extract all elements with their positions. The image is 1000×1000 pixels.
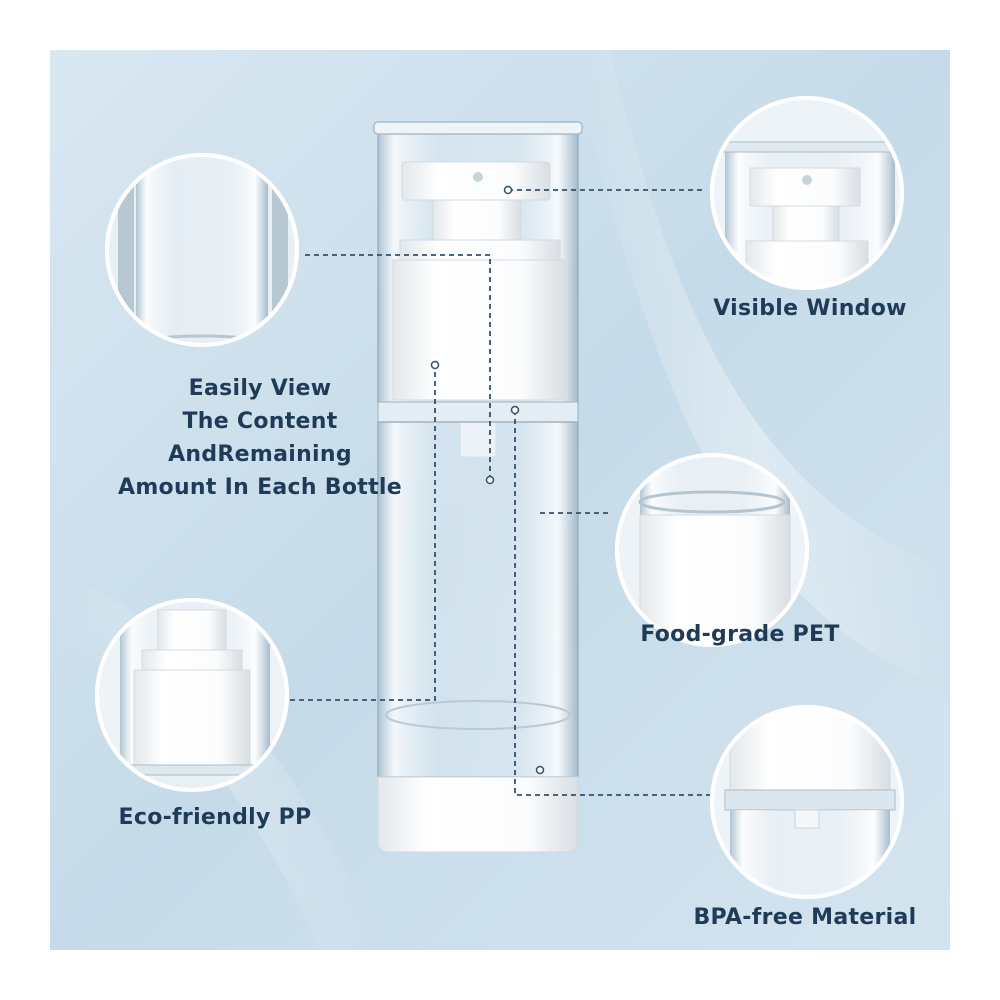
dot-pet bbox=[535, 765, 545, 775]
label-food-grade-pet: Food-grade PET bbox=[640, 622, 840, 647]
bottle-body bbox=[377, 421, 579, 778]
zoom-circle-pet bbox=[615, 453, 809, 647]
airless-bottle bbox=[373, 121, 583, 853]
label-view-line-1: Easily View bbox=[188, 376, 332, 401]
label-easily-view: Easily View The Content AndRemaining Amo… bbox=[80, 372, 440, 504]
label-view-line-2: The Content bbox=[182, 409, 338, 434]
pump-stem bbox=[432, 199, 522, 241]
line-pp bbox=[290, 365, 436, 701]
background-sheen bbox=[570, 50, 950, 690]
bottle-base bbox=[377, 776, 579, 853]
piston-disc bbox=[385, 700, 571, 730]
dot-window bbox=[503, 185, 513, 195]
callout-lines bbox=[290, 189, 710, 796]
dot-pp bbox=[430, 360, 440, 370]
pump-collar bbox=[399, 239, 561, 261]
label-view-line-4: Amount In Each Bottle bbox=[118, 475, 402, 500]
zoom-circle-pp bbox=[95, 598, 289, 792]
label-bpa-free: BPA-free Material bbox=[693, 905, 917, 930]
product-infographic: Easily View The Content AndRemaining Amo… bbox=[50, 50, 950, 950]
label-visible-window: Visible Window bbox=[713, 296, 907, 321]
zoom-circle-window bbox=[710, 96, 904, 290]
line-bpa bbox=[514, 410, 710, 796]
pump-nozzle bbox=[473, 172, 483, 182]
zoom-circle-content bbox=[105, 153, 299, 347]
dot-view bbox=[485, 475, 495, 485]
callout-dots bbox=[430, 185, 545, 775]
dot-bpa bbox=[510, 405, 520, 415]
label-view-line-3: AndRemaining bbox=[168, 442, 352, 467]
cap-rim bbox=[373, 121, 583, 135]
zoom-circle-bpa bbox=[710, 705, 904, 899]
pump-base bbox=[392, 259, 566, 401]
infographic-canvas bbox=[50, 50, 950, 950]
line-view bbox=[305, 254, 491, 480]
label-eco-friendly-pp: Eco-friendly PP bbox=[118, 805, 312, 830]
